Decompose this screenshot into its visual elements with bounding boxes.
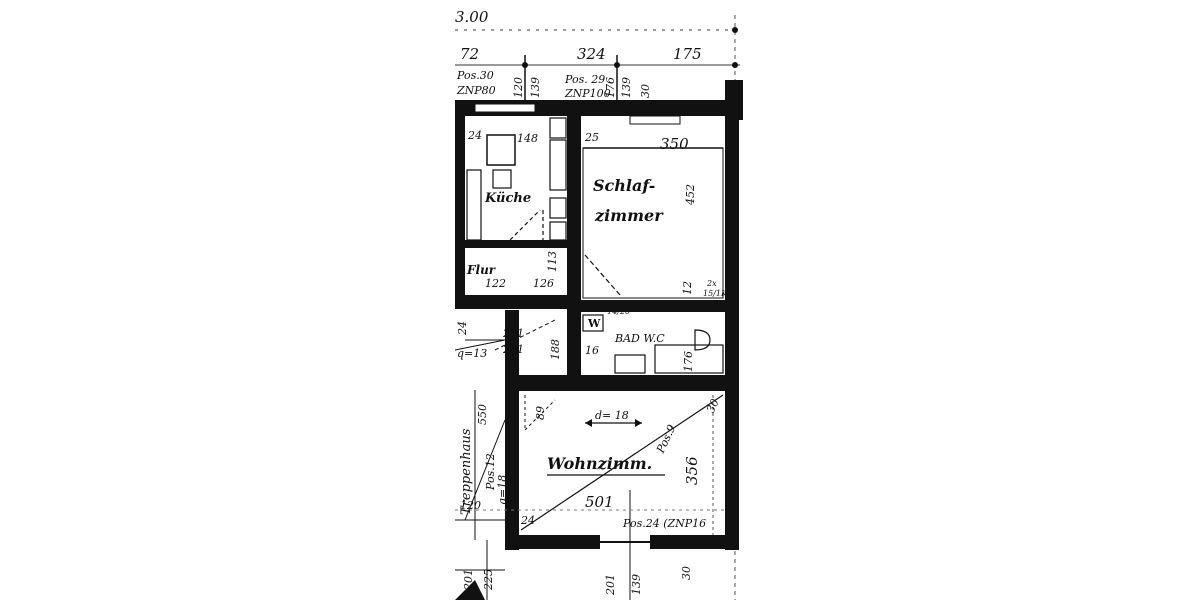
stair-dim-24: 24: [456, 321, 469, 335]
dim-16: 16: [585, 344, 599, 357]
pos29-label: Pos. 29: [565, 73, 606, 86]
dim-139b: 139: [620, 77, 633, 98]
living-label: Wohnzimm.: [547, 454, 653, 473]
pos30-label: Pos.30: [457, 69, 494, 82]
hall-dim-126: 126: [533, 277, 554, 290]
hall-label: Flur: [467, 263, 496, 277]
stair-q-note: q=13: [457, 347, 488, 360]
bottom-dim-201b: 201: [604, 574, 617, 595]
znp100-label: ZNP100: [565, 87, 611, 100]
living-thickness: d= 18: [595, 409, 629, 422]
living-dim-24: 24: [521, 514, 535, 527]
bedroom-dim-25: 25: [585, 131, 599, 144]
stairs-q18: q=18: [496, 474, 509, 505]
bottom-dim-225: 225: [482, 569, 495, 590]
kitchen-dim-148: 148: [517, 132, 538, 145]
dim-30: 30: [639, 84, 652, 98]
znp80-label: ZNP80: [457, 84, 496, 97]
pos24-label: Pos.24 (ZNP16: [623, 517, 707, 530]
bath-dim-176: 176: [682, 351, 695, 372]
floor-plan-walls: [455, 15, 743, 600]
bath-dim-1420: 14/20: [607, 307, 631, 316]
dim-89: 89: [534, 406, 547, 420]
living-dim-501: 501: [585, 493, 614, 511]
bedroom-note2: 15/1K: [703, 289, 727, 298]
dim-201-a: 201: [503, 327, 524, 340]
top-dimension-right: 175: [673, 45, 702, 63]
dim-201-b: 201: [503, 343, 524, 356]
dim-139: 139: [529, 77, 542, 98]
kitchen-dim-24: 24: [468, 129, 482, 142]
living-dim-356: 356: [683, 456, 701, 485]
dim-188: 188: [549, 339, 562, 360]
bath-label: BAD W.C: [615, 332, 665, 345]
bedroom-dim-350: 350: [660, 135, 689, 153]
top-dimension-middle: 324: [577, 45, 606, 63]
hall-dim-122: 122: [485, 277, 506, 290]
overall-dimension: 3.00: [455, 8, 489, 26]
bedroom-dim-452: 452: [684, 184, 697, 205]
bottom-dim-201: 201: [462, 569, 475, 590]
bedroom-dim-12: 12: [681, 281, 694, 295]
bedroom-note: 2x: [707, 279, 717, 288]
bedroom-label-line1: Schlaf-: [593, 176, 656, 195]
stairs-dim-550: 550: [476, 404, 489, 425]
bath-fixture-w: W: [588, 317, 601, 330]
floor-plan: 3.00 72 324 175 Pos.30 ZNP80 Pos. 29 ZNP…: [455, 0, 745, 600]
bedroom-label-line2: zimmer: [595, 206, 663, 225]
bottom-dim-30: 30: [680, 566, 693, 580]
bottom-dim-139: 139: [630, 574, 643, 595]
hall-dim-113: 113: [546, 251, 559, 272]
stairs-pos12: Pos.12: [484, 453, 497, 490]
kitchen-label: Küche: [485, 191, 532, 206]
stairs-dim-120: 120: [460, 499, 481, 512]
top-dimension-left: 72: [460, 45, 480, 63]
dim-120: 120: [512, 77, 525, 98]
dim-176: 176: [604, 77, 617, 98]
